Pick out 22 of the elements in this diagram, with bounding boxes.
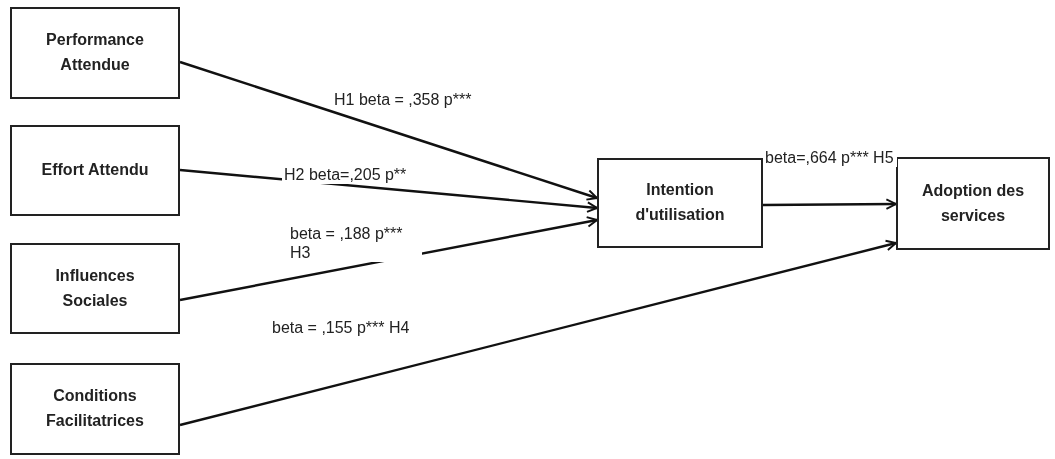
construct-box <box>10 7 180 99</box>
edge-label: beta = ,155 p*** H4 <box>270 318 412 338</box>
arrow <box>763 198 897 210</box>
edge-label: H1 beta = ,358 p*** <box>332 90 474 110</box>
edge-label: beta=,664 p*** H5 <box>763 148 897 168</box>
edge-label: H2 beta=,205 p** <box>282 165 409 185</box>
construct-label: Effort Attendu <box>41 160 149 181</box>
construct-box <box>597 158 763 248</box>
construct-label: Conditions Facilitatrices <box>45 386 145 431</box>
arrow <box>179 239 897 427</box>
arrow <box>179 216 598 302</box>
construct-box <box>896 157 1050 250</box>
construct-label: Intention d'utilisation <box>634 180 726 225</box>
arrow <box>179 60 598 201</box>
construct-label: Adoption des services <box>920 180 1026 226</box>
construct-box <box>10 125 180 216</box>
construct-box <box>10 363 180 455</box>
construct-box <box>10 243 180 334</box>
construct-label: Performance Attendue <box>45 30 145 75</box>
arrow <box>179 168 598 213</box>
construct-label: Influences Sociales <box>54 265 136 311</box>
edge-label: beta = ,188 p*** H3 <box>288 224 422 263</box>
